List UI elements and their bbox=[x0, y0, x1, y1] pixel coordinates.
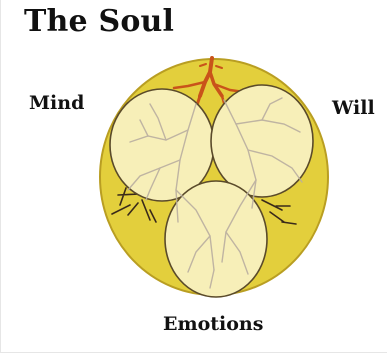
will-circle bbox=[211, 85, 313, 197]
emotions-circle bbox=[165, 181, 267, 297]
